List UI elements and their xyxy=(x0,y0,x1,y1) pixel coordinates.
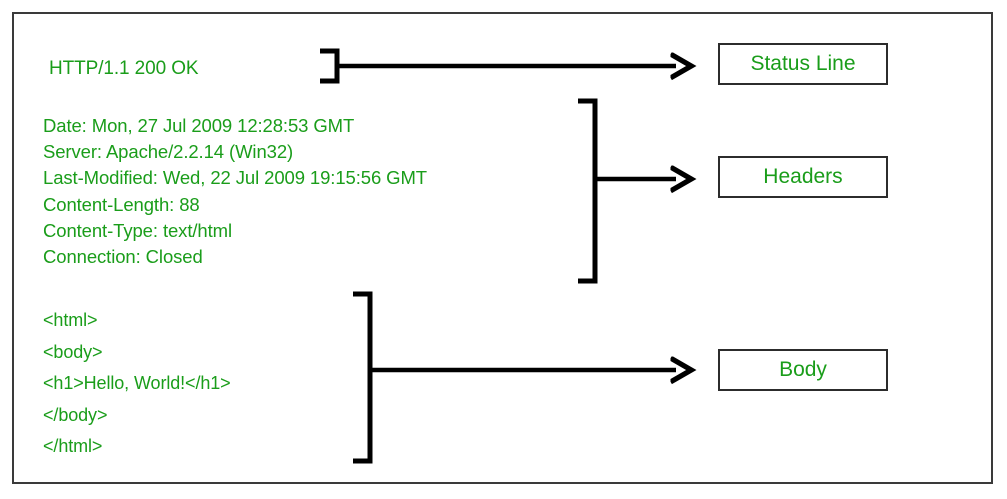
callout-headers: Headers xyxy=(718,156,888,198)
headers-text-block: Date: Mon, 27 Jul 2009 12:28:53 GMT Serv… xyxy=(43,115,427,268)
callout-body-label: Body xyxy=(779,358,827,381)
body-text-block: <html> <body> <h1>Hello, World!</h1> </b… xyxy=(43,310,231,456)
callout-status-line: Status Line xyxy=(718,43,888,85)
callout-headers-label: Headers xyxy=(763,165,843,188)
callout-status-line-label: Status Line xyxy=(750,52,856,75)
diagram-frame xyxy=(12,12,993,484)
status-line-text: HTTP/1.1 200 OK xyxy=(49,58,199,79)
callout-body: Body xyxy=(718,349,888,391)
